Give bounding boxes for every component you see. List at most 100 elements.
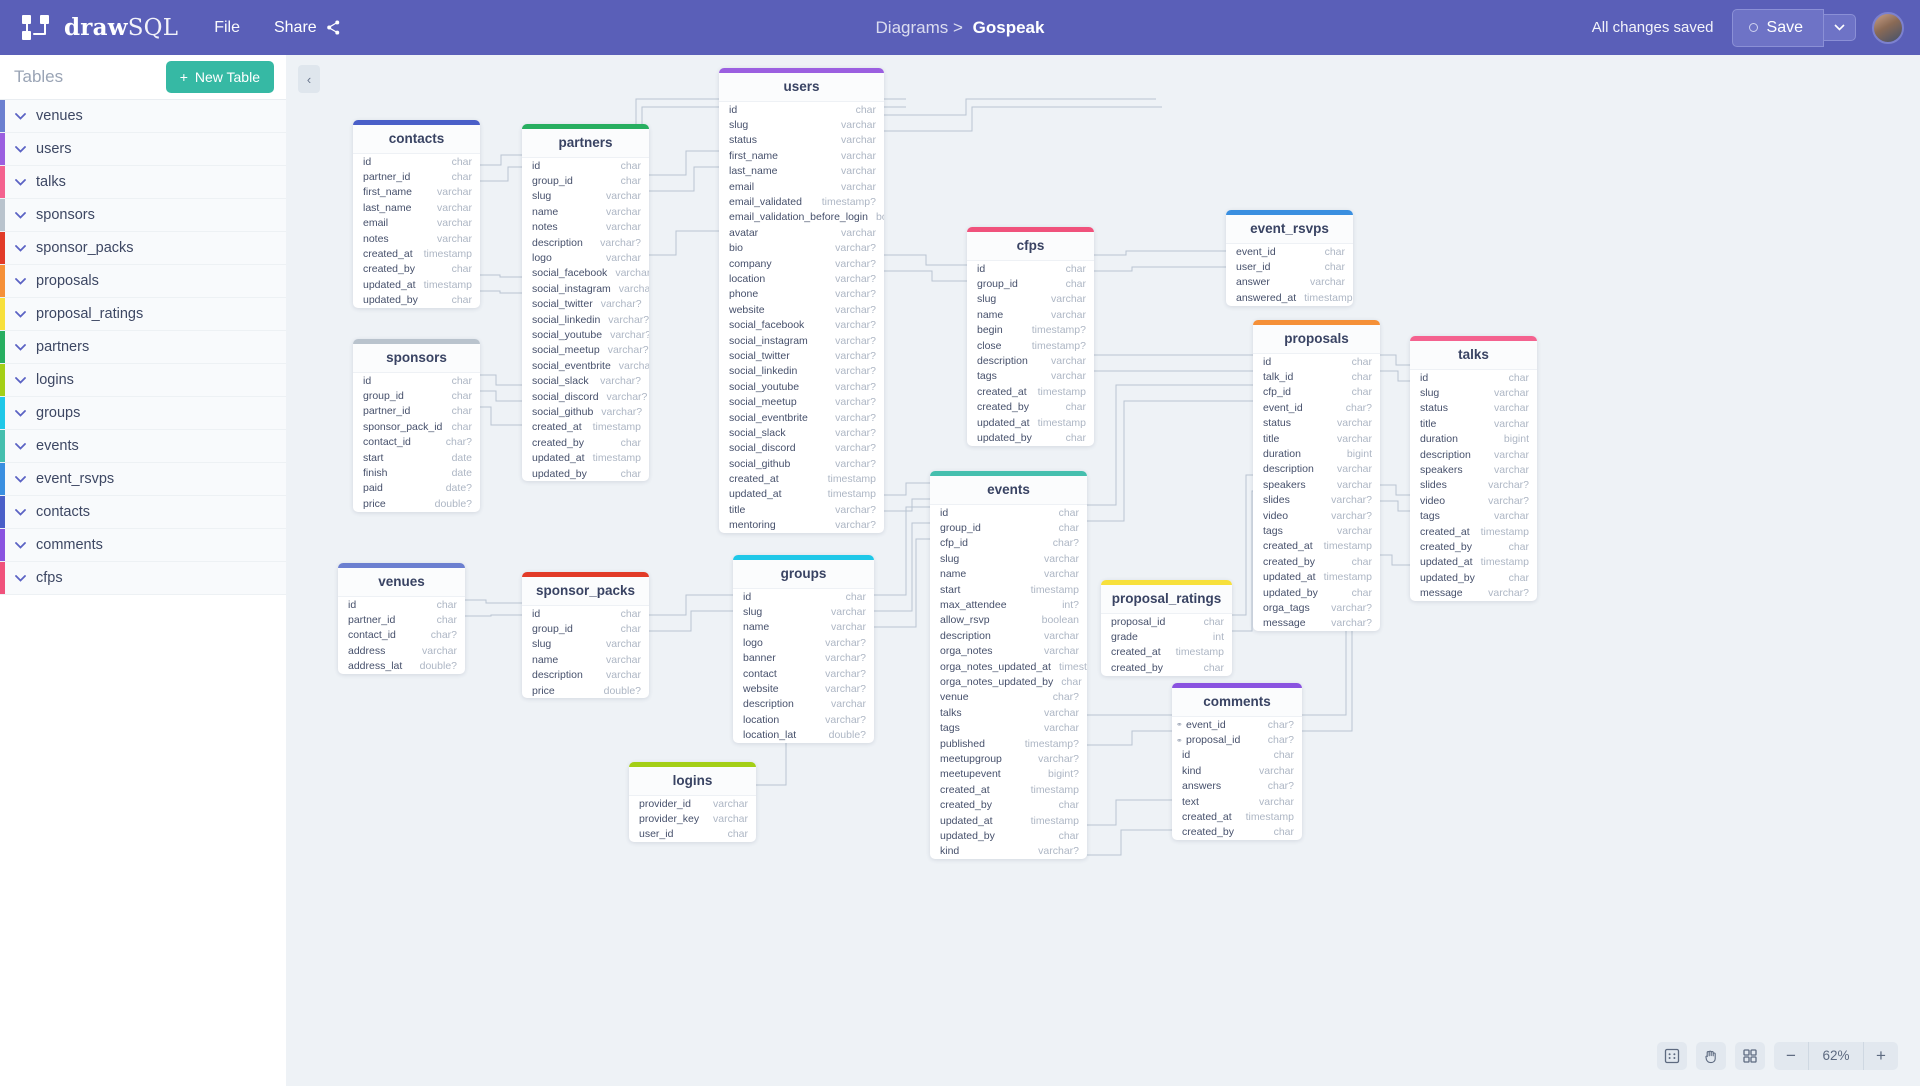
- chevron-down-icon[interactable]: [14, 409, 27, 417]
- drawsql-logo-icon[interactable]: [22, 14, 52, 41]
- share-menu[interactable]: Share: [274, 19, 341, 37]
- sidebar-item-events[interactable]: events: [0, 430, 286, 463]
- sidebar-item-cfps[interactable]: cfps: [0, 562, 286, 595]
- sidebar-item-groups[interactable]: groups: [0, 397, 286, 430]
- file-menu[interactable]: File: [214, 18, 240, 36]
- sidebar-item-logins[interactable]: logins: [0, 364, 286, 397]
- diagram-canvas[interactable]: ‹: [286, 55, 1920, 1086]
- chevron-down-icon[interactable]: [14, 343, 27, 351]
- sidebar-item-partners[interactable]: partners: [0, 331, 286, 364]
- pan-tool-button[interactable]: [1696, 1042, 1726, 1070]
- sidebar-item-users[interactable]: users: [0, 133, 286, 166]
- sidebar-item-proposal_ratings[interactable]: proposal_ratings: [0, 298, 286, 331]
- chevron-down-icon[interactable]: [14, 112, 27, 120]
- save-button[interactable]: Save: [1731, 8, 1824, 47]
- zoom-out-button[interactable]: −: [1786, 1046, 1796, 1065]
- grid-view-button[interactable]: [1735, 1042, 1765, 1070]
- sidebar-item-comments[interactable]: comments: [0, 529, 286, 562]
- sidebar-item-talks[interactable]: talks: [0, 166, 286, 199]
- sidebar-item-venues[interactable]: venues: [0, 100, 286, 133]
- chevron-down-icon[interactable]: [14, 310, 27, 318]
- chevron-down-icon[interactable]: [14, 145, 27, 153]
